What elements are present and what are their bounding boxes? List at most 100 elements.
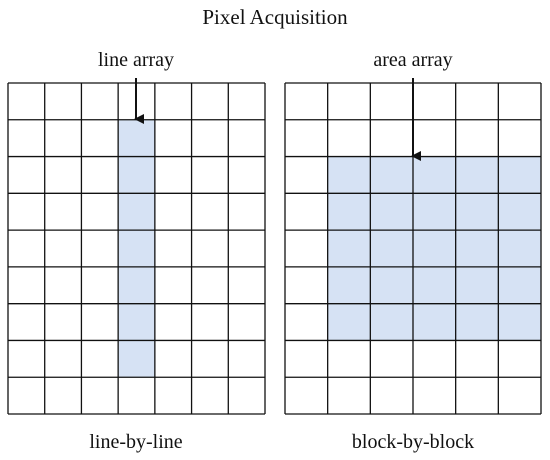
pixel-cell [228, 266, 265, 304]
diagram-title: Pixel Acquisition [202, 5, 348, 29]
highlighted-pixel [413, 193, 456, 231]
pixel-cell [44, 83, 82, 120]
pixel-cell [8, 119, 45, 157]
pixel-cell [44, 230, 82, 267]
highlighted-pixel [327, 156, 371, 194]
pixel-cell [228, 193, 265, 231]
pixel-cell [285, 193, 328, 231]
pixel-cell [191, 266, 229, 304]
pixel-cell [228, 340, 265, 378]
pixel-cell [8, 83, 45, 120]
line-panel-highlight [8, 83, 265, 414]
highlighted-pixel [455, 303, 499, 341]
pixel-cell [154, 156, 192, 194]
pixel-cell [154, 83, 192, 120]
pixel-cell [191, 230, 229, 267]
pixel-cell [191, 340, 229, 378]
pixel-cell [81, 377, 119, 414]
highlighted-pixel [370, 230, 413, 267]
pixel-cell [8, 193, 45, 231]
highlighted-pixel [370, 193, 413, 231]
pixel-cell [413, 340, 456, 378]
line-panel-grid [7, 82, 266, 415]
pixel-cell [327, 377, 371, 414]
pixel-cell [370, 119, 413, 157]
highlighted-pixel [370, 266, 413, 304]
line-by-line-panel: line array line-by-line [7, 49, 266, 453]
pixel-cell [228, 230, 265, 267]
pixel-cell [191, 156, 229, 194]
pixel-cell [81, 230, 119, 267]
pixel-cell [191, 193, 229, 231]
pixel-cell [498, 119, 541, 157]
pixel-cell [228, 377, 265, 414]
pixel-cell [285, 303, 328, 341]
line-array-label: line array [98, 49, 174, 71]
pixel-cell [498, 83, 541, 120]
highlighted-pixel [413, 156, 456, 194]
highlighted-pixel [370, 303, 413, 341]
block-by-block-panel: area array block-by-block [284, 49, 542, 453]
highlighted-pixel [455, 156, 499, 194]
line-by-line-caption: line-by-line [89, 431, 182, 453]
highlighted-pixel [370, 156, 413, 194]
pixel-cell [81, 119, 119, 157]
pixel-cell [154, 266, 192, 304]
highlighted-pixel [455, 230, 499, 267]
highlighted-pixel [118, 193, 155, 231]
area-panel-highlight [285, 83, 541, 414]
highlighted-pixel [498, 156, 541, 194]
pixel-cell [370, 340, 413, 378]
pixel-cell [455, 119, 499, 157]
pixel-cell [285, 156, 328, 194]
pixel-cell [191, 119, 229, 157]
pixel-cell [8, 377, 45, 414]
pixel-cell [81, 156, 119, 194]
highlighted-pixel [498, 266, 541, 304]
highlighted-pixel [413, 303, 456, 341]
highlighted-pixel [118, 119, 155, 157]
pixel-cell [191, 303, 229, 341]
highlighted-pixel [327, 303, 371, 341]
highlighted-pixel [498, 230, 541, 267]
pixel-cell [44, 266, 82, 304]
pixel-cell [8, 156, 45, 194]
area-array-label: area array [373, 49, 452, 71]
pixel-cell [370, 83, 413, 120]
pixel-cell [44, 193, 82, 231]
pixel-cell [327, 119, 371, 157]
pixel-cell [228, 119, 265, 157]
pixel-cell [327, 340, 371, 378]
pixel-cell [285, 377, 328, 414]
highlighted-pixel [498, 303, 541, 341]
pixel-cell [413, 83, 456, 120]
pixel-cell [285, 266, 328, 304]
pixel-cell [81, 193, 119, 231]
pixel-cell [154, 303, 192, 341]
highlighted-pixel [498, 193, 541, 231]
pixel-cell [154, 377, 192, 414]
pixel-cell [191, 83, 229, 120]
pixel-cell [44, 156, 82, 194]
pixel-cell [154, 119, 192, 157]
pixel-cell [455, 377, 499, 414]
pixel-cell [498, 340, 541, 378]
pixel-cell [8, 266, 45, 304]
pixel-cell [154, 193, 192, 231]
pixel-cell [285, 230, 328, 267]
highlighted-pixel [327, 193, 371, 231]
pixel-cell [285, 340, 328, 378]
pixel-cell [285, 83, 328, 120]
pixel-cell [81, 266, 119, 304]
pixel-cell [285, 119, 328, 157]
pixel-cell [154, 230, 192, 267]
pixel-cell [413, 377, 456, 414]
highlighted-pixel [118, 266, 155, 304]
pixel-cell [118, 377, 155, 414]
pixel-cell [44, 303, 82, 341]
highlighted-pixel [118, 156, 155, 194]
pixel-cell [455, 83, 499, 120]
block-by-block-caption: block-by-block [352, 431, 474, 453]
pixel-cell [8, 303, 45, 341]
